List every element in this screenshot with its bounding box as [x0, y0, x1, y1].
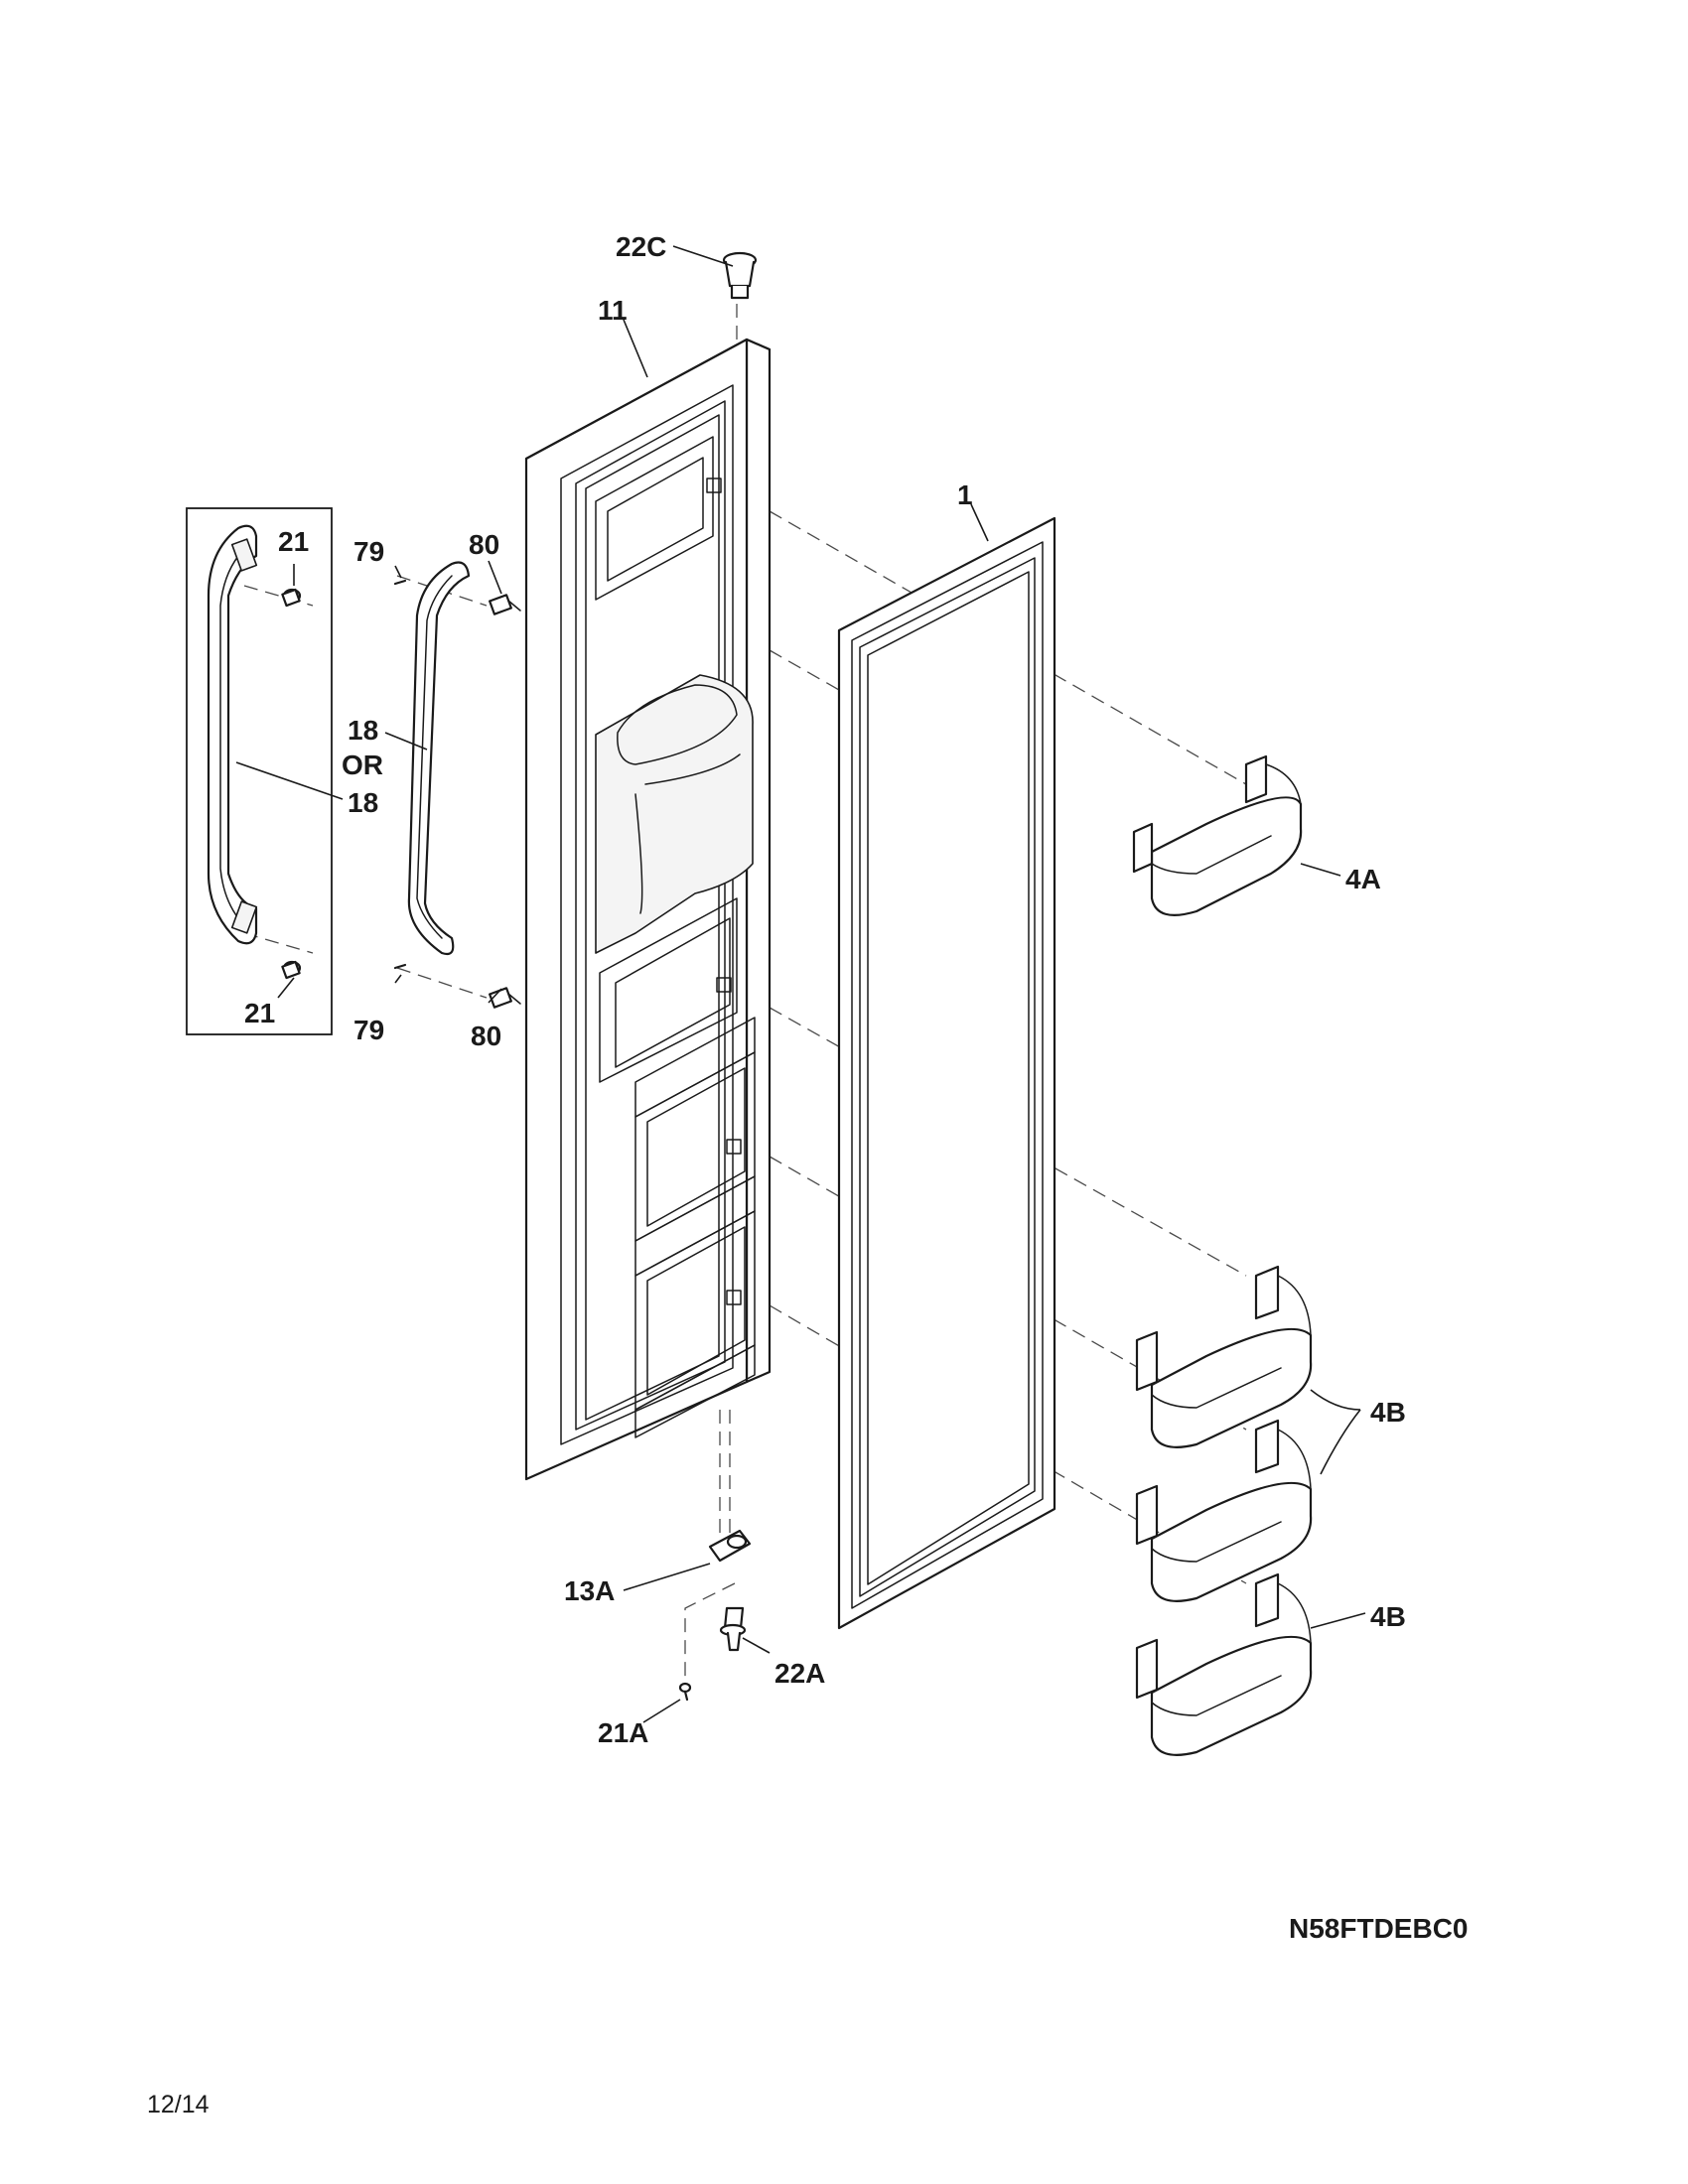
callout-or: OR — [342, 750, 383, 780]
callout-leaders — [235, 245, 1366, 1723]
handle-option-box — [186, 507, 333, 1035]
door-bin-4b-upper — [1135, 1265, 1313, 1448]
hinge-bracket — [708, 1529, 752, 1563]
callout-4b-single: 4B — [1370, 1601, 1406, 1632]
door-bin-4b-lower — [1135, 1572, 1313, 1756]
model-code: N58FTDEBC0 — [1289, 1913, 1468, 1944]
door-handle-boxed — [207, 524, 258, 945]
door-gasket — [837, 516, 1056, 1630]
callout-13a: 13A — [564, 1575, 615, 1606]
callout-11: 11 — [598, 295, 628, 326]
callout-1: 1 — [957, 479, 973, 510]
hinge-screw-21a — [678, 1682, 692, 1702]
callout-21-top: 21 — [278, 526, 309, 557]
page-number: 12/14 — [147, 2091, 210, 2118]
screw-79-bottom — [393, 963, 407, 970]
door-bin-4b-middle — [1135, 1419, 1313, 1602]
hinge-pin-bottom — [719, 1606, 747, 1652]
callout-18-right: 18 — [348, 787, 378, 818]
callout-21-bottom: 21 — [244, 998, 275, 1028]
callout-21a: 21A — [598, 1717, 648, 1748]
callout-80-top: 80 — [469, 529, 499, 560]
callout-22c: 22C — [616, 231, 666, 262]
callout-79-top: 79 — [353, 536, 384, 567]
handle-screw-top — [281, 588, 302, 608]
screw-79-top — [393, 579, 407, 586]
stud-80-bottom — [489, 987, 521, 1009]
callout-4b-pair: 4B — [1370, 1397, 1406, 1428]
door-outer-panel — [524, 338, 772, 1481]
callout-79-bottom: 79 — [353, 1015, 384, 1045]
callout-18-left: 18 — [348, 715, 378, 746]
hinge-pin-top — [722, 251, 758, 300]
handle-screw-bottom — [281, 960, 302, 980]
callout-4a: 4A — [1345, 864, 1381, 894]
callout-80-bottom: 80 — [471, 1021, 501, 1051]
callout-labels: 22C 11 1 21 79 80 18 OR 18 21 79 80 4A 4… — [244, 231, 1406, 1748]
door-handle-alternate — [407, 561, 471, 956]
stud-80-top — [489, 594, 521, 615]
door-bin-4a — [1132, 754, 1303, 916]
callout-22a: 22A — [774, 1658, 825, 1689]
